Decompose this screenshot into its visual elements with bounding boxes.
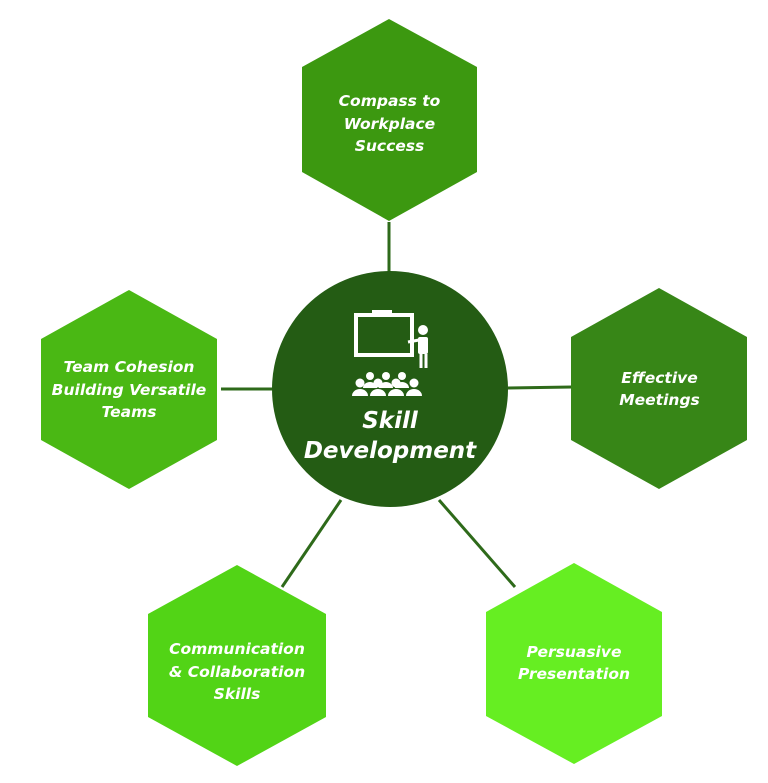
hexagon-bottom-right <box>486 563 662 764</box>
presentation-icon <box>352 310 428 396</box>
center-title-line2: Development <box>303 438 477 464</box>
node-left-line3: Teams <box>101 403 157 422</box>
node-left-line2: Building Versatile <box>51 380 207 399</box>
hexagon-right <box>571 288 747 489</box>
node-right-line2: Meetings <box>619 391 700 409</box>
connector-right <box>507 385 573 390</box>
node-top-line2: Workplace <box>343 114 436 133</box>
center-title: Skill Development <box>300 404 480 470</box>
node-label-left: Team Cohesion Building Versatile Teams <box>44 350 214 430</box>
hexagon-bottom-left <box>148 565 326 766</box>
hexagon-left <box>41 290 217 489</box>
node-right-line1: Effective <box>621 368 698 387</box>
center-circle <box>272 271 508 507</box>
node-top-line3: Success <box>354 137 425 156</box>
connector-bottom-left <box>280 499 343 588</box>
hexagon-top <box>302 19 477 221</box>
connector-bottom-right <box>437 499 517 588</box>
node-label-bottom-left: Communication & Collaboration Skills <box>152 632 322 712</box>
center-title-line1: Skill <box>362 408 418 435</box>
node-bottom-left-line3: Skills <box>213 685 261 704</box>
node-bottom-left-line2: & Collaboration <box>168 662 306 681</box>
node-left-line1: Team Cohesion <box>63 358 195 377</box>
node-bottom-right-line1: Persuasive <box>526 642 622 661</box>
node-label-bottom-right: Persuasive Presentation <box>494 634 654 692</box>
node-bottom-right-line2: Presentation <box>517 665 631 683</box>
node-label-top: Compass to Workplace Success <box>312 84 467 164</box>
node-label-right: Effective Meetings <box>582 360 737 418</box>
node-top-line1: Compass to <box>338 92 441 111</box>
node-bottom-left-line1: Communication <box>169 640 305 659</box>
